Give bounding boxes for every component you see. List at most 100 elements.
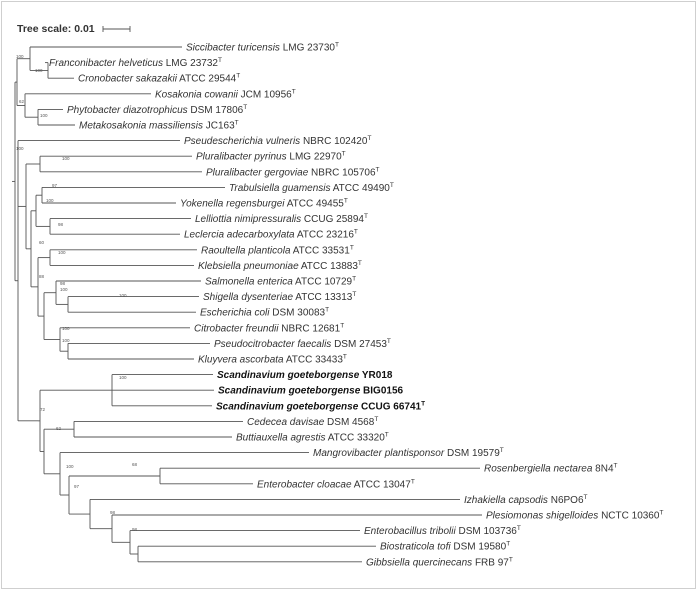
bootstrap-value: 100: [46, 198, 54, 203]
taxon-label: Scandinavium goeteborgense BIG0156: [218, 386, 404, 397]
type-strain-marker: T: [517, 525, 521, 532]
taxon-label: Kluyvera ascorbata ATCC 33433T: [198, 354, 347, 366]
taxon-species: Rosenbergiella nectarea: [484, 464, 593, 475]
taxon-species: Pluralibacter gergoviae: [206, 167, 309, 178]
taxon-strain: ATCC 10729: [293, 277, 353, 288]
bootstrap-value: 100: [35, 68, 43, 73]
taxon-species: Pseudocitrobacter faecalis: [214, 339, 331, 350]
taxon-strain: NCTC 10360: [598, 511, 660, 522]
taxon-label: Raoultella planticola ATCC 33531T: [201, 244, 354, 256]
taxon-species: Lelliottia nimipressuralis: [195, 214, 301, 225]
tree-scale-label: Tree scale: 0.01: [17, 23, 95, 35]
taxon-strain: DSM 103736: [456, 526, 518, 537]
type-strain-marker: T: [354, 229, 358, 236]
taxon-strain: CCUG 25894: [301, 214, 364, 225]
taxon-strain: ATCC 13313: [293, 292, 353, 303]
taxon-label: Buttiauxella agrestis ATCC 33320T: [236, 432, 389, 444]
taxon-label: Pluralibacter gergoviae NBRC 105706T: [206, 166, 380, 178]
taxon-label: Cedecea davisae DSM 4568T: [247, 416, 378, 428]
taxon-strain: JCM 10956: [238, 89, 292, 100]
taxon-species: Biostraticola tofi: [380, 542, 451, 553]
bootstrap-value: 100: [62, 338, 70, 343]
taxon-species: Enterobacter cloacae: [257, 479, 352, 490]
taxon-species: Pseudescherichia vulneris: [184, 136, 300, 147]
type-strain-marker: T: [411, 478, 415, 485]
taxon-strain: DSM 4568: [324, 417, 374, 428]
bootstrap-value: 62: [56, 426, 62, 431]
taxon-strain: NBRC 102420: [300, 136, 368, 147]
bootstrap-support-values: 1001006210010010097100986010088981001001…: [16, 54, 138, 532]
taxon-strain: ATCC 23216: [295, 230, 355, 241]
type-strain-marker: T: [374, 416, 378, 423]
taxon-strain: DSM 27453: [331, 339, 387, 350]
taxon-species: Franconibacter helveticus: [49, 58, 163, 69]
taxon-label: Siccibacter turicensis LMG 23730T: [186, 42, 339, 54]
type-strain-marker: T: [376, 166, 380, 173]
taxon-label: Franconibacter helveticus LMG 23732T: [49, 57, 222, 69]
taxon-strain: JC163: [203, 121, 235, 132]
taxon-strain: 8N4: [592, 464, 614, 475]
taxon-species: Shigella dysenteriae: [203, 292, 293, 303]
bootstrap-value: 100: [60, 287, 68, 292]
bootstrap-value: 100: [62, 156, 70, 161]
taxon-strain: NBRC 12681: [278, 323, 340, 334]
bootstrap-value: 100: [66, 464, 74, 469]
tree-scale-bar: [102, 26, 131, 32]
taxon-strain: LMG 23730: [280, 43, 335, 54]
taxon-species: Raoultella planticola: [201, 245, 291, 256]
taxon-species: Metakosakonia massiliensis: [79, 121, 203, 132]
type-strain-marker: T: [385, 432, 389, 439]
type-strain-marker: T: [340, 322, 344, 329]
taxon-label: Shigella dysenteriae ATCC 13313T: [203, 291, 356, 303]
taxon-label: Scandinavium goeteborgense CCUG 66741T: [216, 400, 425, 412]
taxon-strain: LMG 22970: [287, 152, 342, 163]
bootstrap-value: 100: [119, 375, 127, 380]
bootstrap-value: 100: [119, 293, 127, 298]
bootstrap-value: 72: [40, 407, 46, 412]
taxon-labels: Siccibacter turicensis LMG 23730T Francon…: [49, 42, 663, 569]
type-strain-marker: T: [236, 73, 240, 80]
taxon-strain: FRB 97: [472, 557, 509, 568]
taxon-strain: ATCC 29544: [177, 74, 237, 85]
taxon-strain: ATCC 33433: [284, 355, 344, 366]
taxon-label: Trabulsiella guamensis ATCC 49490T: [229, 182, 394, 194]
taxon-label: Citrobacter freundii NBRC 12681T: [194, 322, 344, 334]
taxon-strain: NBRC 105706: [308, 167, 376, 178]
taxon-species: Salmonella enterica: [205, 277, 293, 288]
taxon-label: Metakosakonia massiliensis JC163T: [79, 120, 239, 132]
taxon-label: Phytobacter diazotrophicus DSM 17806T: [67, 104, 247, 116]
taxon-strain: DSM 30083: [269, 308, 325, 319]
taxon-species: Kluyvera ascorbata: [198, 355, 284, 366]
taxon-strain: BIG0156: [360, 386, 403, 397]
taxon-species: Mangrovibacter plantisponsor: [313, 448, 445, 459]
taxon-strain: YR018: [359, 370, 393, 381]
taxon-label: Lelliottia nimipressuralis CCUG 25894T: [195, 213, 368, 225]
type-strain-marker: T: [421, 400, 425, 407]
taxon-species: Scandinavium goeteborgense: [216, 401, 359, 412]
taxon-strain: ATCC 33531: [291, 245, 351, 256]
taxon-strain: DSM 19579: [444, 448, 500, 459]
taxon-species: Pluralibacter pyrinus: [196, 152, 287, 163]
taxon-label: Yokenella regensburgei ATCC 49455T: [180, 198, 348, 210]
bootstrap-value: 97: [74, 484, 80, 489]
type-strain-marker: T: [243, 104, 247, 111]
type-strain-marker: T: [614, 463, 618, 470]
taxon-species: Citrobacter freundii: [194, 323, 279, 334]
type-strain-marker: T: [292, 88, 296, 95]
type-strain-marker: T: [342, 151, 346, 158]
taxon-species: Leclercia adecarboxylata: [184, 230, 295, 241]
taxon-species: Kosakonia cowanii: [155, 89, 239, 100]
type-strain-marker: T: [390, 182, 394, 189]
taxon-species: Plesiomonas shigelloides: [486, 511, 598, 522]
type-strain-marker: T: [352, 291, 356, 298]
taxon-strain: LMG 23732: [163, 58, 218, 69]
type-strain-marker: T: [352, 276, 356, 283]
taxon-species: Izhakiella capsodis: [464, 495, 548, 506]
taxon-label: Pseudocitrobacter faecalis DSM 27453T: [214, 338, 391, 350]
bootstrap-value: 68: [132, 462, 138, 467]
taxon-strain: ATCC 13883: [299, 261, 359, 272]
taxon-species: Scandinavium goeteborgense: [218, 386, 361, 397]
bootstrap-value: 88: [39, 274, 45, 279]
